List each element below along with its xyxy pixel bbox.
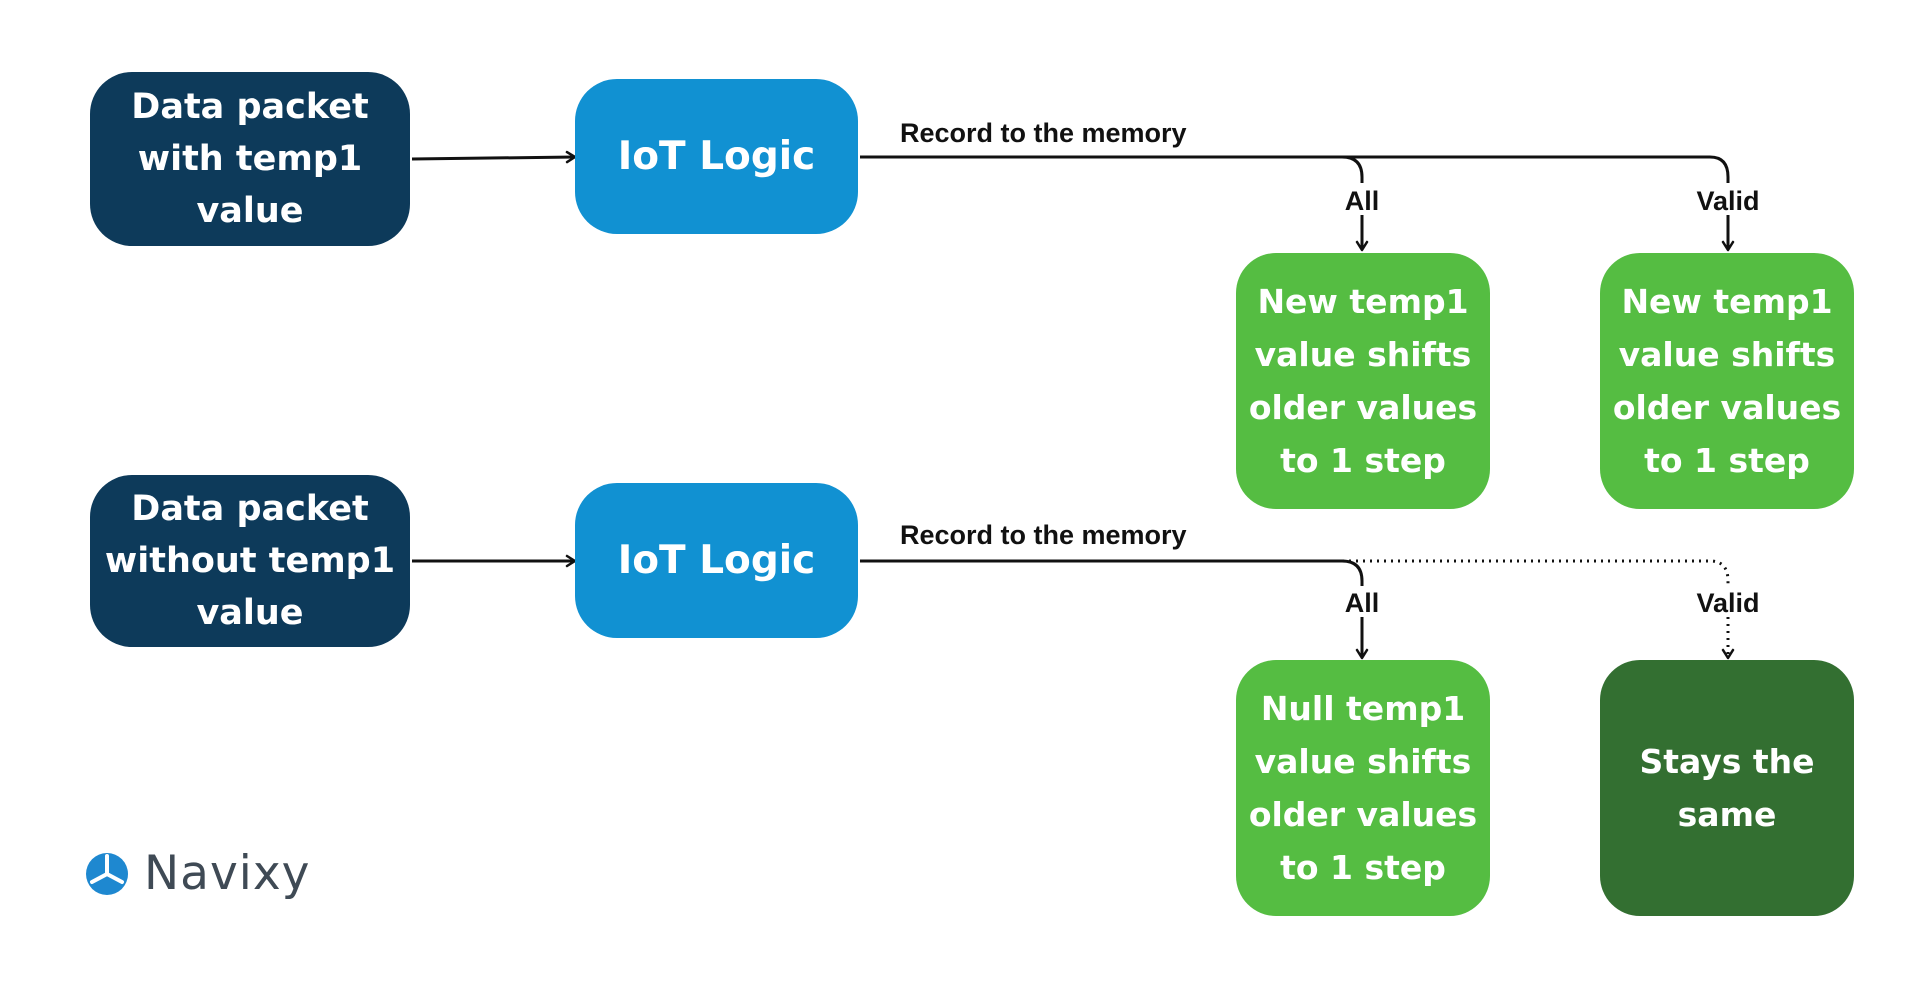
navixy-logo: Navixy xyxy=(84,846,310,901)
node-data-packet-with-temp1: Data packet with temp1 value xyxy=(90,72,410,246)
line-record-bottom xyxy=(860,559,1364,586)
label-record-to-memory-bottom: Record to the memory xyxy=(900,520,1187,550)
label-all-bottom: All xyxy=(1344,588,1380,618)
node-iot-logic-top: IoT Logic xyxy=(575,79,858,234)
arrow-packet-with-to-iot-top xyxy=(411,150,577,164)
arrow-all-top xyxy=(1341,155,1364,183)
node-data-packet-without-temp1: Data packet without temp1 value xyxy=(90,475,410,647)
node-iot-logic-bottom: IoT Logic xyxy=(575,483,858,638)
node-new-temp1-all: New temp1 value shifts older values to 1… xyxy=(1236,253,1490,509)
label-valid-bottom: Valid xyxy=(1696,588,1760,618)
label-valid-top: Valid xyxy=(1696,186,1760,216)
label-all-top: All xyxy=(1344,186,1380,216)
line-record-bottom-valid-dotted xyxy=(1342,559,1730,586)
navixy-logo-text: Navixy xyxy=(144,846,311,901)
node-null-temp1-all: Null temp1 value shifts older values to … xyxy=(1236,660,1490,916)
navixy-logo-icon xyxy=(86,852,128,895)
label-record-to-memory-top: Record to the memory xyxy=(900,118,1187,148)
node-stays-the-same: Stays the same xyxy=(1600,660,1854,916)
node-new-temp1-valid: New temp1 value shifts older values to 1… xyxy=(1600,253,1854,509)
line-record-top-valid xyxy=(1342,155,1730,183)
